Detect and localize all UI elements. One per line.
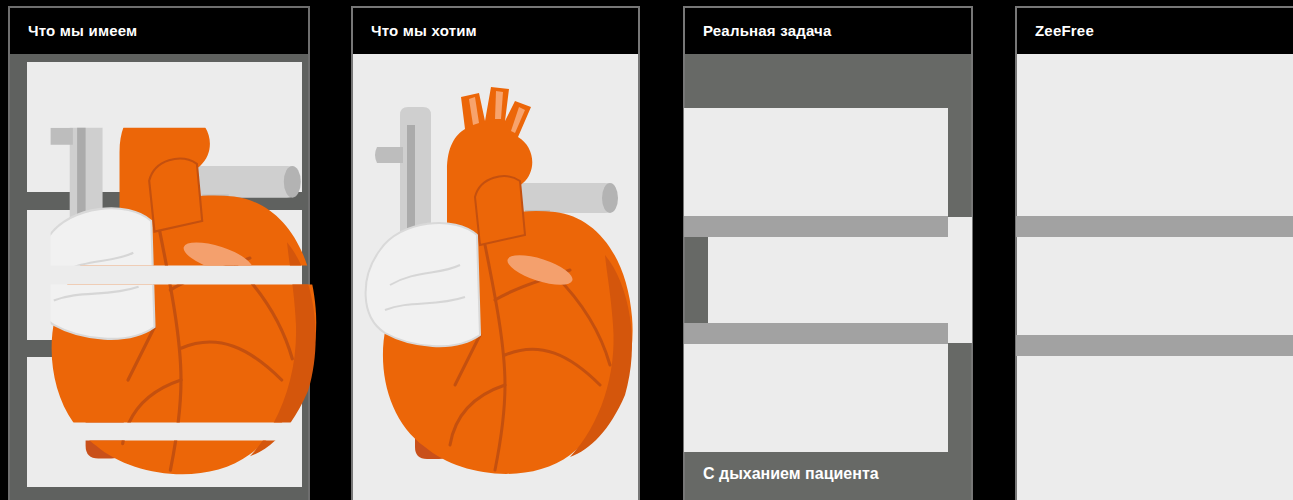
panel-heading: ZeeFree [1017,8,1293,54]
panel-heading: Реальная задача [685,8,971,54]
panel: Что мы хотим [351,6,640,500]
panel-heading: Что мы имеем [10,8,308,54]
panel: Что мы имеем [8,6,310,500]
panel-caption: С дыханием пациента [703,464,879,484]
panel-heading: Что мы хотим [353,8,638,54]
panel: ZeeFree [1015,6,1293,500]
panel: Реальная задача С дыханием пациента [683,6,973,500]
